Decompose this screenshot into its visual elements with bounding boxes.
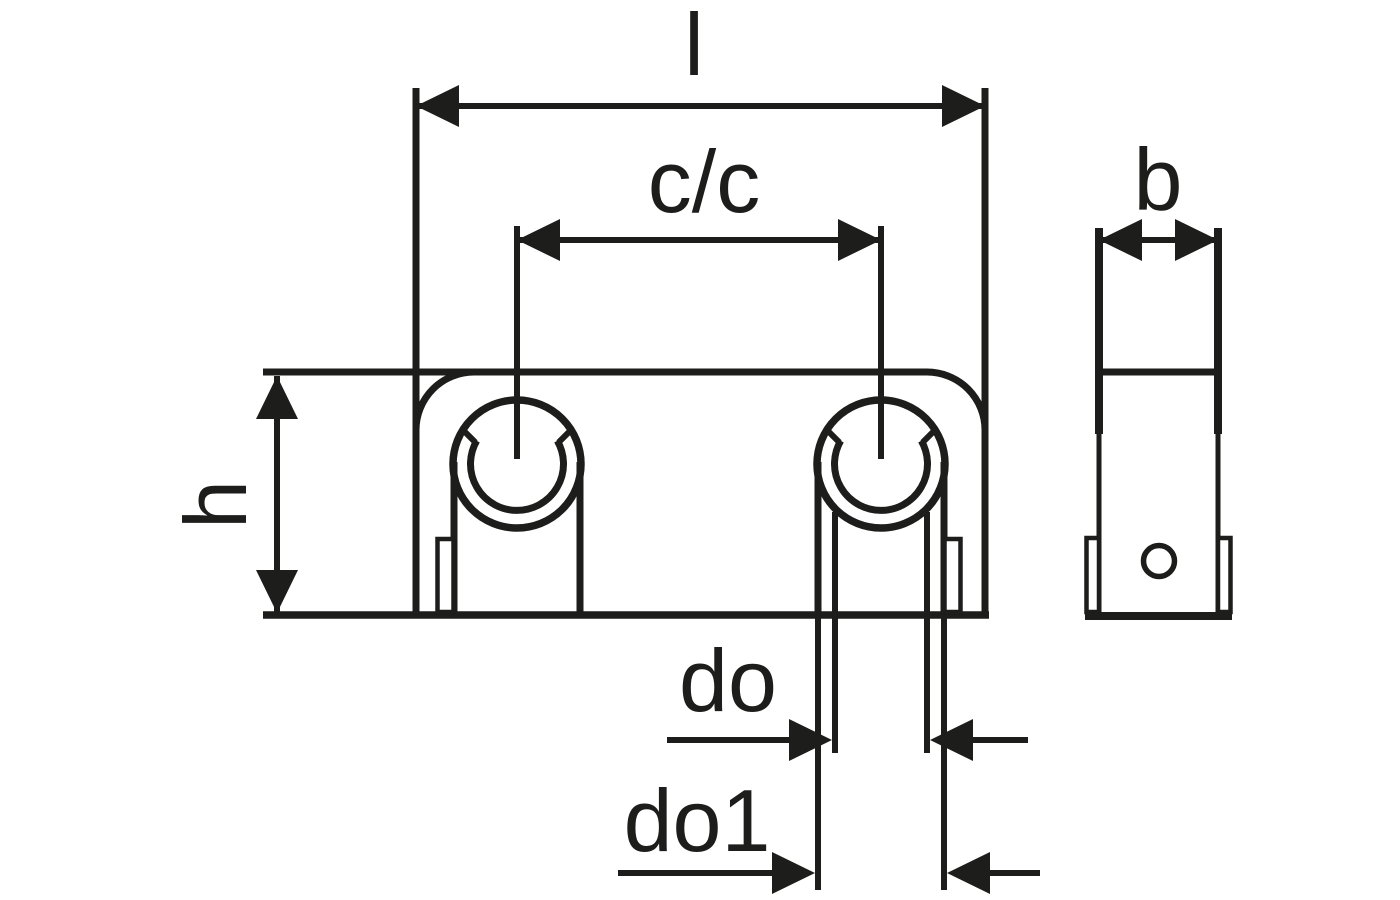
left-clip-slot-notch-right — [556, 426, 575, 445]
right-clip-inner-lip-arc — [831, 438, 931, 514]
dim-b-arrow-right-icon — [1175, 219, 1218, 261]
dim-b-arrow-left-icon — [1099, 219, 1142, 261]
dim-do-arrow-left-icon — [789, 719, 832, 761]
dim-h-arrow-bottom-icon — [256, 570, 298, 613]
dim-cc-arrow-right-icon — [838, 219, 881, 261]
dimension-do1: do1 — [618, 615, 1040, 894]
front-view-body — [263, 88, 989, 619]
dim-l-arrow-left-icon — [416, 85, 459, 127]
dim-label-do: do — [679, 631, 777, 730]
dim-do1-arrow-right-icon — [947, 852, 990, 894]
dimension-h: h — [166, 376, 298, 613]
right-clip-slot-notch-right — [920, 426, 939, 445]
side-view — [1084, 228, 1233, 620]
dim-l-arrow-right-icon — [942, 85, 985, 127]
left-clip-foot — [435, 536, 456, 615]
front-view-right-clip — [813, 396, 963, 615]
body-top-right-corner — [926, 368, 989, 431]
front-view-left-clip — [435, 396, 585, 615]
dimension-b: b — [1099, 130, 1218, 261]
left-clip-slot-notch-left — [459, 426, 478, 445]
side-mounting-hole — [1140, 542, 1178, 580]
dim-do-arrow-right-icon — [930, 719, 973, 761]
right-clip-foot — [942, 536, 963, 615]
dim-h-arrow-top-icon — [256, 376, 298, 419]
dim-label-do1: do1 — [624, 771, 771, 870]
dimension-do: do — [667, 512, 1028, 761]
side-left-foot — [1084, 535, 1102, 615]
side-right-foot — [1215, 535, 1233, 615]
dim-label-l: l — [684, 0, 704, 94]
dimension-cc: c/c — [514, 132, 884, 459]
dim-label-cc: c/c — [648, 132, 760, 231]
left-clip-inner-lip-arc — [467, 438, 567, 514]
right-clip-slot-notch-left — [823, 426, 842, 445]
dim-label-h: h — [166, 480, 265, 529]
dimension-l: l — [416, 0, 985, 127]
dim-label-b: b — [1134, 130, 1183, 229]
dim-do1-arrow-left-icon — [772, 852, 815, 894]
dim-cc-arrow-left-icon — [517, 219, 560, 261]
